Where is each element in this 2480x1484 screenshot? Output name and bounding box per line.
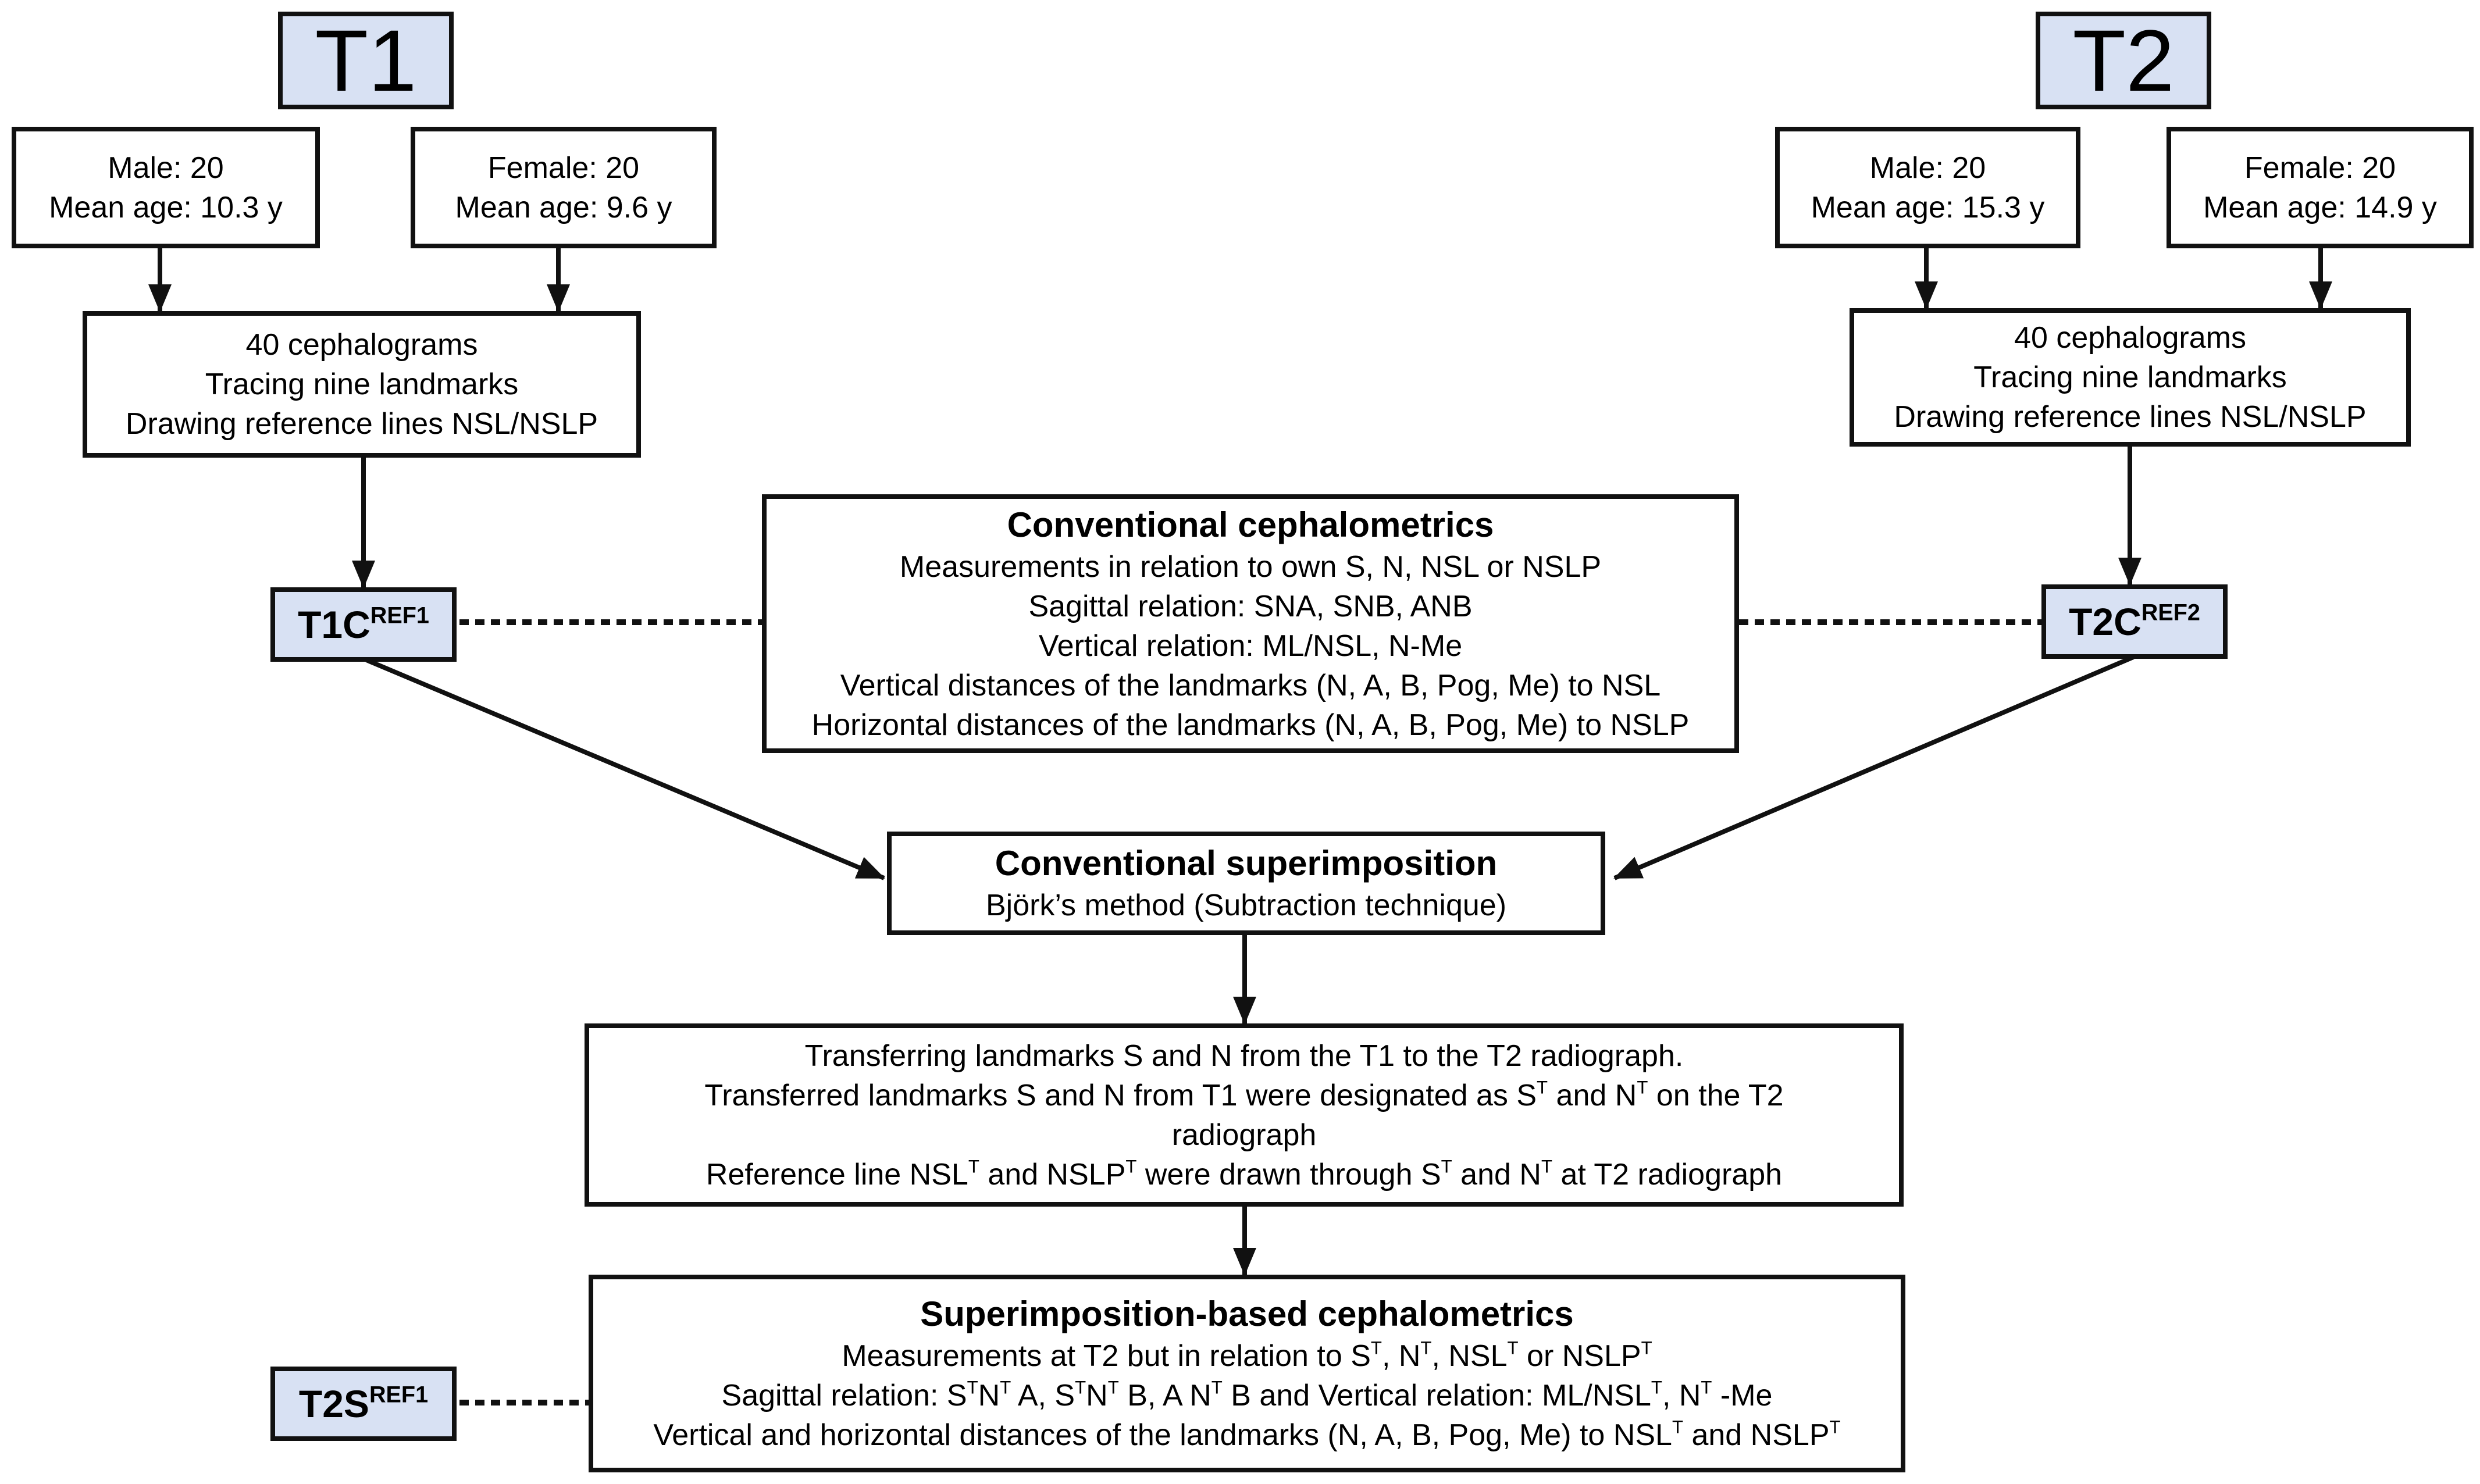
t1-label: T1 [278,12,454,109]
t1-male-count: Male: 20 [108,151,224,185]
transfer-line2: Transferred landmarks S and N from T1 we… [704,1077,1784,1112]
cc-line3: Vertical relation: ML/NSL, N-Me [1038,629,1463,663]
t1-process-line3: Drawing reference lines NSL/NSLP [125,407,598,441]
t2-ref-tag: T2CREF2 [2041,584,2228,659]
superimposition-based-title: Superimposition-based cephalometrics [920,1294,1574,1333]
t2-female-box: Female: 20 Mean age: 14.9 y [2167,127,2474,248]
conventional-superimposition-title: Conventional superimposition [995,844,1498,883]
t2s-ref-tag-text: T2SREF1 [298,1382,429,1425]
t1-label-text: T1 [315,12,417,109]
t1-process-line2: Tracing nine landmarks [205,368,519,401]
t2-process-box: 40 cephalograms Tracing nine landmarks D… [1850,308,2411,447]
t2-process-line2: Tracing nine landmarks [1973,361,2287,394]
t2-label-text: T2 [2072,12,2175,109]
conventional-cephalometrics-box: Conventional cephalometrics Measurements… [762,494,1739,753]
transfer-line4: Reference line NSLT and NSLPT were drawn… [705,1156,1783,1192]
t1-ref-tag-text: T1CREF1 [298,602,429,646]
t2-process-line3: Drawing reference lines NSL/NSLP [1894,400,2367,434]
t1-female-box: Female: 20 Mean age: 9.6 y [411,127,717,248]
t2-female-age: Mean age: 14.9 y [2203,190,2437,224]
transfer-box: Transferring landmarks S and N from the … [585,1023,1904,1207]
conventional-cephalometrics-title: Conventional cephalometrics [1007,505,1494,544]
transfer-line3: radiograph [1171,1118,1317,1152]
t1-male-age: Mean age: 10.3 y [49,190,283,224]
t2-process-line1: 40 cephalograms [2014,321,2246,355]
t2-label: T2 [2036,12,2211,109]
t2s-ref-tag: T2SREF1 [270,1367,457,1441]
t1-female-age: Mean age: 9.6 y [455,190,672,224]
t1-process-line1: 40 cephalograms [245,328,478,362]
cc-line1: Measurements in relation to own S, N, NS… [899,550,1602,584]
t2-female-count: Female: 20 [2244,151,2396,185]
cc-line2: Sagittal relation: SNA, SNB, ANB [1028,589,1473,623]
sb-line2: Sagittal relation: STNT A, STNT B, A NT … [721,1377,1773,1412]
t2-ref-tag-text: T2CREF2 [2069,600,2200,643]
t2-male-count: Male: 20 [1869,151,1986,185]
sb-line3: Vertical and horizontal distances of the… [653,1417,1841,1452]
cs-line1: Björk’s method (Subtraction technique) [985,889,1507,922]
t1-male-box: Male: 20 Mean age: 10.3 y [12,127,320,248]
t2-male-box: Male: 20 Mean age: 15.3 y [1775,127,2080,248]
t2-male-age: Mean age: 15.3 y [1811,190,2045,224]
cc-line4: Vertical distances of the landmarks (N, … [840,668,1661,702]
t1-ref-tag: T1CREF1 [270,587,457,662]
conventional-superimposition-box: Conventional superimposition Björk’s met… [887,832,1605,935]
t1-process-box: 40 cephalograms Tracing nine landmarks D… [83,311,641,458]
arrow-t1ref-to-superimposition [365,658,885,880]
cc-line5: Horizontal distances of the landmarks (N… [811,708,1690,742]
transfer-line1: Transferring landmarks S and N from the … [804,1039,1684,1073]
arrow-t2ref-to-superimposition [1613,655,2135,880]
t1-female-count: Female: 20 [487,151,640,185]
superimposition-based-box: Superimposition-based cephalometrics Mea… [589,1275,1905,1472]
sb-line1: Measurements at T2 but in relation to ST… [842,1337,1652,1373]
